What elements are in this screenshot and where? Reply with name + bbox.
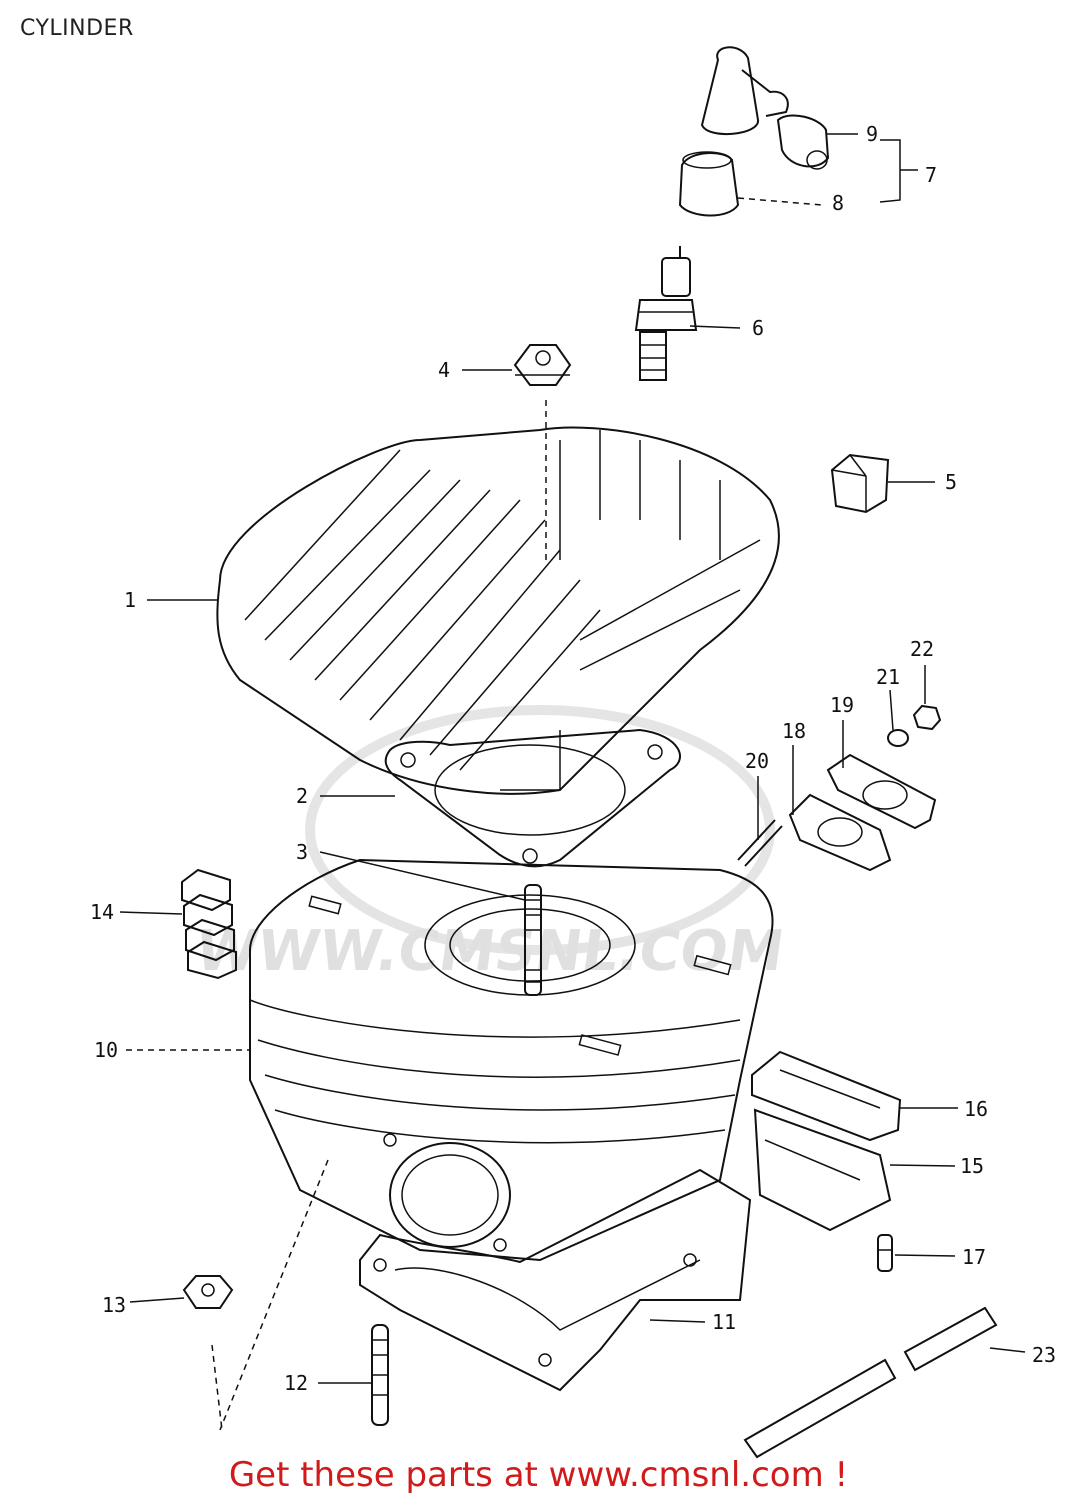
part-head-gasket[interactable] — [384, 728, 681, 868]
part-washer[interactable] — [887, 729, 909, 747]
callout-11: 11 — [712, 1310, 736, 1334]
page-title: CYLINDER — [20, 16, 134, 41]
part-reed-valve-gasket[interactable] — [751, 1050, 902, 1142]
part-stud[interactable] — [371, 1324, 389, 1426]
callout-18: 18 — [782, 719, 806, 743]
part-damper-set[interactable] — [181, 868, 237, 980]
part-spark-plug[interactable] — [634, 246, 698, 381]
callout-3: 3 — [296, 840, 308, 864]
watermark-text: WWW.CMSNL.COM — [192, 919, 788, 984]
part-reed-valve[interactable] — [753, 1108, 892, 1232]
callout-labels: 1 2 3 4 5 6 7 8 9 10 11 12 13 14 15 16 1… — [90, 122, 1056, 1395]
get-parts-link[interactable]: Get these parts at www.cmsnl.com ! — [228, 1455, 849, 1495]
part-screw[interactable] — [877, 1234, 893, 1272]
callout-9: 9 — [866, 122, 878, 146]
part-cap[interactable] — [830, 453, 890, 514]
callout-19: 19 — [830, 693, 854, 717]
part-cylinder-head[interactable] — [216, 400, 780, 795]
callout-17: 17 — [962, 1245, 986, 1269]
part-cylinder[interactable] — [249, 858, 774, 1262]
callout-7: 7 — [925, 163, 937, 187]
callout-23: 23 — [1032, 1343, 1056, 1367]
part-nut[interactable] — [182, 1275, 234, 1309]
callout-8: 8 — [832, 191, 844, 215]
part-exhaust-gasket[interactable] — [788, 793, 892, 872]
callout-16: 16 — [964, 1097, 988, 1121]
part-exhaust-stud[interactable] — [737, 819, 783, 867]
leader-lines — [119, 133, 1026, 1431]
part-plug-cap-set[interactable] — [678, 46, 830, 217]
part-exhaust-nut[interactable] — [912, 704, 942, 731]
part-base-gasket[interactable] — [359, 1168, 752, 1392]
callout-12: 12 — [284, 1371, 308, 1395]
callout-15: 15 — [960, 1154, 984, 1178]
callout-6: 6 — [752, 316, 764, 340]
part-head-nut[interactable] — [513, 344, 572, 386]
callout-10: 10 — [94, 1038, 118, 1062]
callout-4: 4 — [438, 358, 450, 382]
callout-14: 14 — [90, 900, 114, 924]
callout-21: 21 — [876, 665, 900, 689]
callout-13: 13 — [102, 1293, 126, 1317]
part-exhaust-flange[interactable] — [826, 753, 937, 830]
callout-1: 1 — [124, 588, 136, 612]
callout-20: 20 — [745, 749, 769, 773]
callout-22: 22 — [910, 637, 934, 661]
callout-2: 2 — [296, 784, 308, 808]
part-hose[interactable] — [743, 1306, 998, 1459]
callout-5: 5 — [945, 470, 957, 494]
